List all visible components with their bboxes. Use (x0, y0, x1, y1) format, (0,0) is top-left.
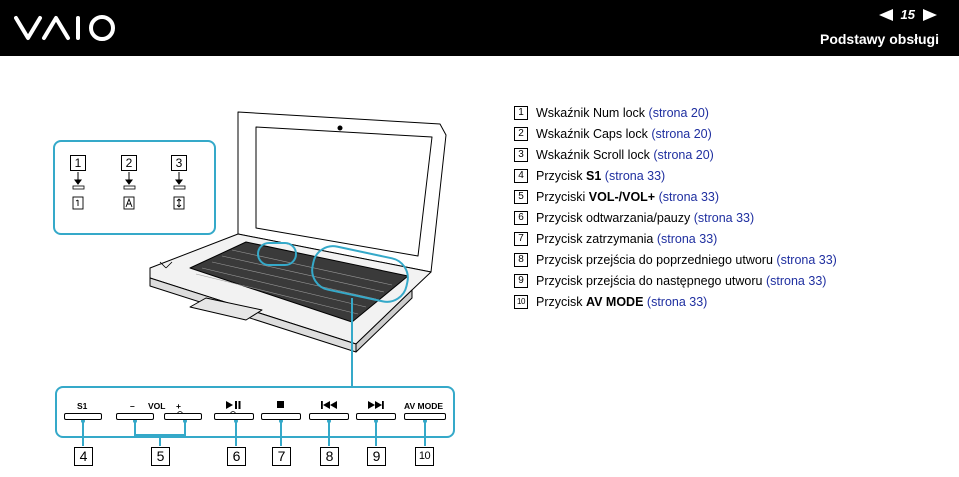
legend-bold: S1 (586, 169, 602, 183)
caps-lock-icon (123, 196, 135, 210)
legend-text: Wskaźnik Scroll lock (strona 20) (536, 147, 714, 163)
button-callout-dots (81, 419, 427, 423)
vol-label: VOL (148, 401, 166, 411)
page-navigation: 15 (878, 7, 937, 22)
next-page-icon[interactable] (923, 8, 937, 21)
av-mode-button[interactable] (404, 413, 446, 420)
legend-number: 1 (514, 106, 528, 120)
legend-text: Wskaźnik Caps lock (strona 20) (536, 126, 712, 142)
vol-plus-label: + (176, 401, 181, 411)
play-pause-icon (226, 401, 241, 409)
laptop-illustration (149, 111, 447, 353)
legend-reference-link[interactable]: (strona 33) (656, 232, 718, 246)
button-callout-8: 8 (320, 447, 339, 466)
legend-bold: VOL-/VOL+ (588, 190, 656, 204)
legend-text: Przycisk zatrzymania (strona 33) (536, 231, 717, 247)
next-track-button[interactable] (356, 413, 396, 420)
legend-label: Wskaźnik Num lock (536, 106, 649, 120)
legend-number: 10 (514, 295, 528, 309)
legend-label: Przycisk przejścia do poprzedniego utwor… (536, 253, 777, 267)
legend-reference-link[interactable]: (strona 20) (651, 127, 712, 141)
previous-track-icon (321, 401, 337, 409)
page-number: 15 (900, 7, 915, 22)
legend-text: Wskaźnik Num lock (strona 20) (536, 105, 709, 121)
indicator-panel (53, 140, 216, 235)
legend-reference-link[interactable]: (strona 33) (765, 274, 827, 288)
legend-reference-link[interactable]: (strona 33) (776, 253, 837, 267)
s1-label: S1 (77, 401, 88, 411)
legend-label: Przycisk (536, 169, 586, 183)
legend-number: 8 (514, 253, 528, 267)
vol-minus-button[interactable] (116, 413, 154, 420)
num-lock-icon (72, 196, 84, 210)
legend-reference-link[interactable]: (strona 20) (653, 148, 714, 162)
legend-label: Przycisk (536, 295, 586, 309)
legend-label: Przycisk odtwarzania/pauzy (536, 211, 694, 225)
vol-plus-button[interactable] (164, 413, 202, 420)
indicator-callout-1: 1 (70, 155, 86, 171)
legend-number: 4 (514, 169, 528, 183)
button-callout-7: 7 (272, 447, 291, 466)
s1-button[interactable] (64, 413, 102, 420)
previous-track-button[interactable] (309, 413, 349, 420)
button-callout-9: 9 (367, 447, 386, 466)
vol-minus-label: – (130, 401, 135, 411)
legend-bold: AV MODE (586, 295, 644, 309)
legend-reference-link[interactable]: (strona 33) (646, 295, 708, 309)
section-title: Podstawy obsługi (819, 31, 939, 47)
legend-number: 5 (514, 190, 528, 204)
legend-label: Wskaźnik Scroll lock (536, 148, 654, 162)
legend-text: Przycisk AV MODE (strona 33) (536, 294, 707, 310)
button-strip-panel (55, 386, 455, 438)
legend-reference-link[interactable]: (strona 33) (604, 169, 666, 183)
legend-text: Przycisk przejścia do poprzedniego utwor… (536, 252, 837, 268)
legend-text: Przycisk S1 (strona 33) (536, 168, 665, 184)
vaio-logo (14, 15, 115, 41)
previous-page-icon[interactable] (878, 8, 893, 21)
legend-label: Przycisk przejścia do następnego utworu (536, 274, 766, 288)
legend-reference-link[interactable]: (strona 33) (658, 190, 720, 204)
indicator-callout-3: 3 (171, 155, 187, 171)
legend-text: Przyciski VOL-/VOL+ (strona 33) (536, 189, 719, 205)
button-callout-4: 4 (74, 447, 93, 466)
legend-text: Przycisk odtwarzania/pauzy (strona 33) (536, 210, 754, 226)
stop-icon (277, 401, 284, 408)
legend-number: 9 (514, 274, 528, 288)
scroll-lock-icon (173, 196, 185, 210)
legend-label: Przycisk zatrzymania (536, 232, 657, 246)
page-header: 15 Podstawy obsługi (0, 0, 959, 56)
legend-number: 7 (514, 232, 528, 246)
button-callout-5: 5 (151, 447, 170, 466)
stop-button[interactable] (261, 413, 301, 420)
play-pause-button[interactable] (214, 413, 254, 420)
legend-reference-link[interactable]: (strona 20) (648, 106, 709, 120)
indicator-callout-2: 2 (121, 155, 137, 171)
legend-number: 6 (514, 211, 528, 225)
legend-number: 3 (514, 148, 528, 162)
legend-number: 2 (514, 127, 528, 141)
next-track-icon (368, 401, 384, 409)
indicator-lights (72, 185, 186, 190)
legend-text: Przycisk przejścia do następnego utworu … (536, 273, 826, 289)
av-mode-label: AV MODE (404, 401, 444, 411)
button-callout-10: 10 (415, 447, 434, 466)
laptop-button-highlights (257, 242, 409, 303)
indicator-arrows (74, 172, 183, 185)
legend-reference-link[interactable]: (strona 33) (693, 211, 755, 225)
button-callout-lines (82, 421, 426, 446)
legend-label: Wskaźnik Caps lock (536, 127, 652, 141)
button-callout-6: 6 (227, 447, 246, 466)
legend-label: Przyciski (536, 190, 589, 204)
